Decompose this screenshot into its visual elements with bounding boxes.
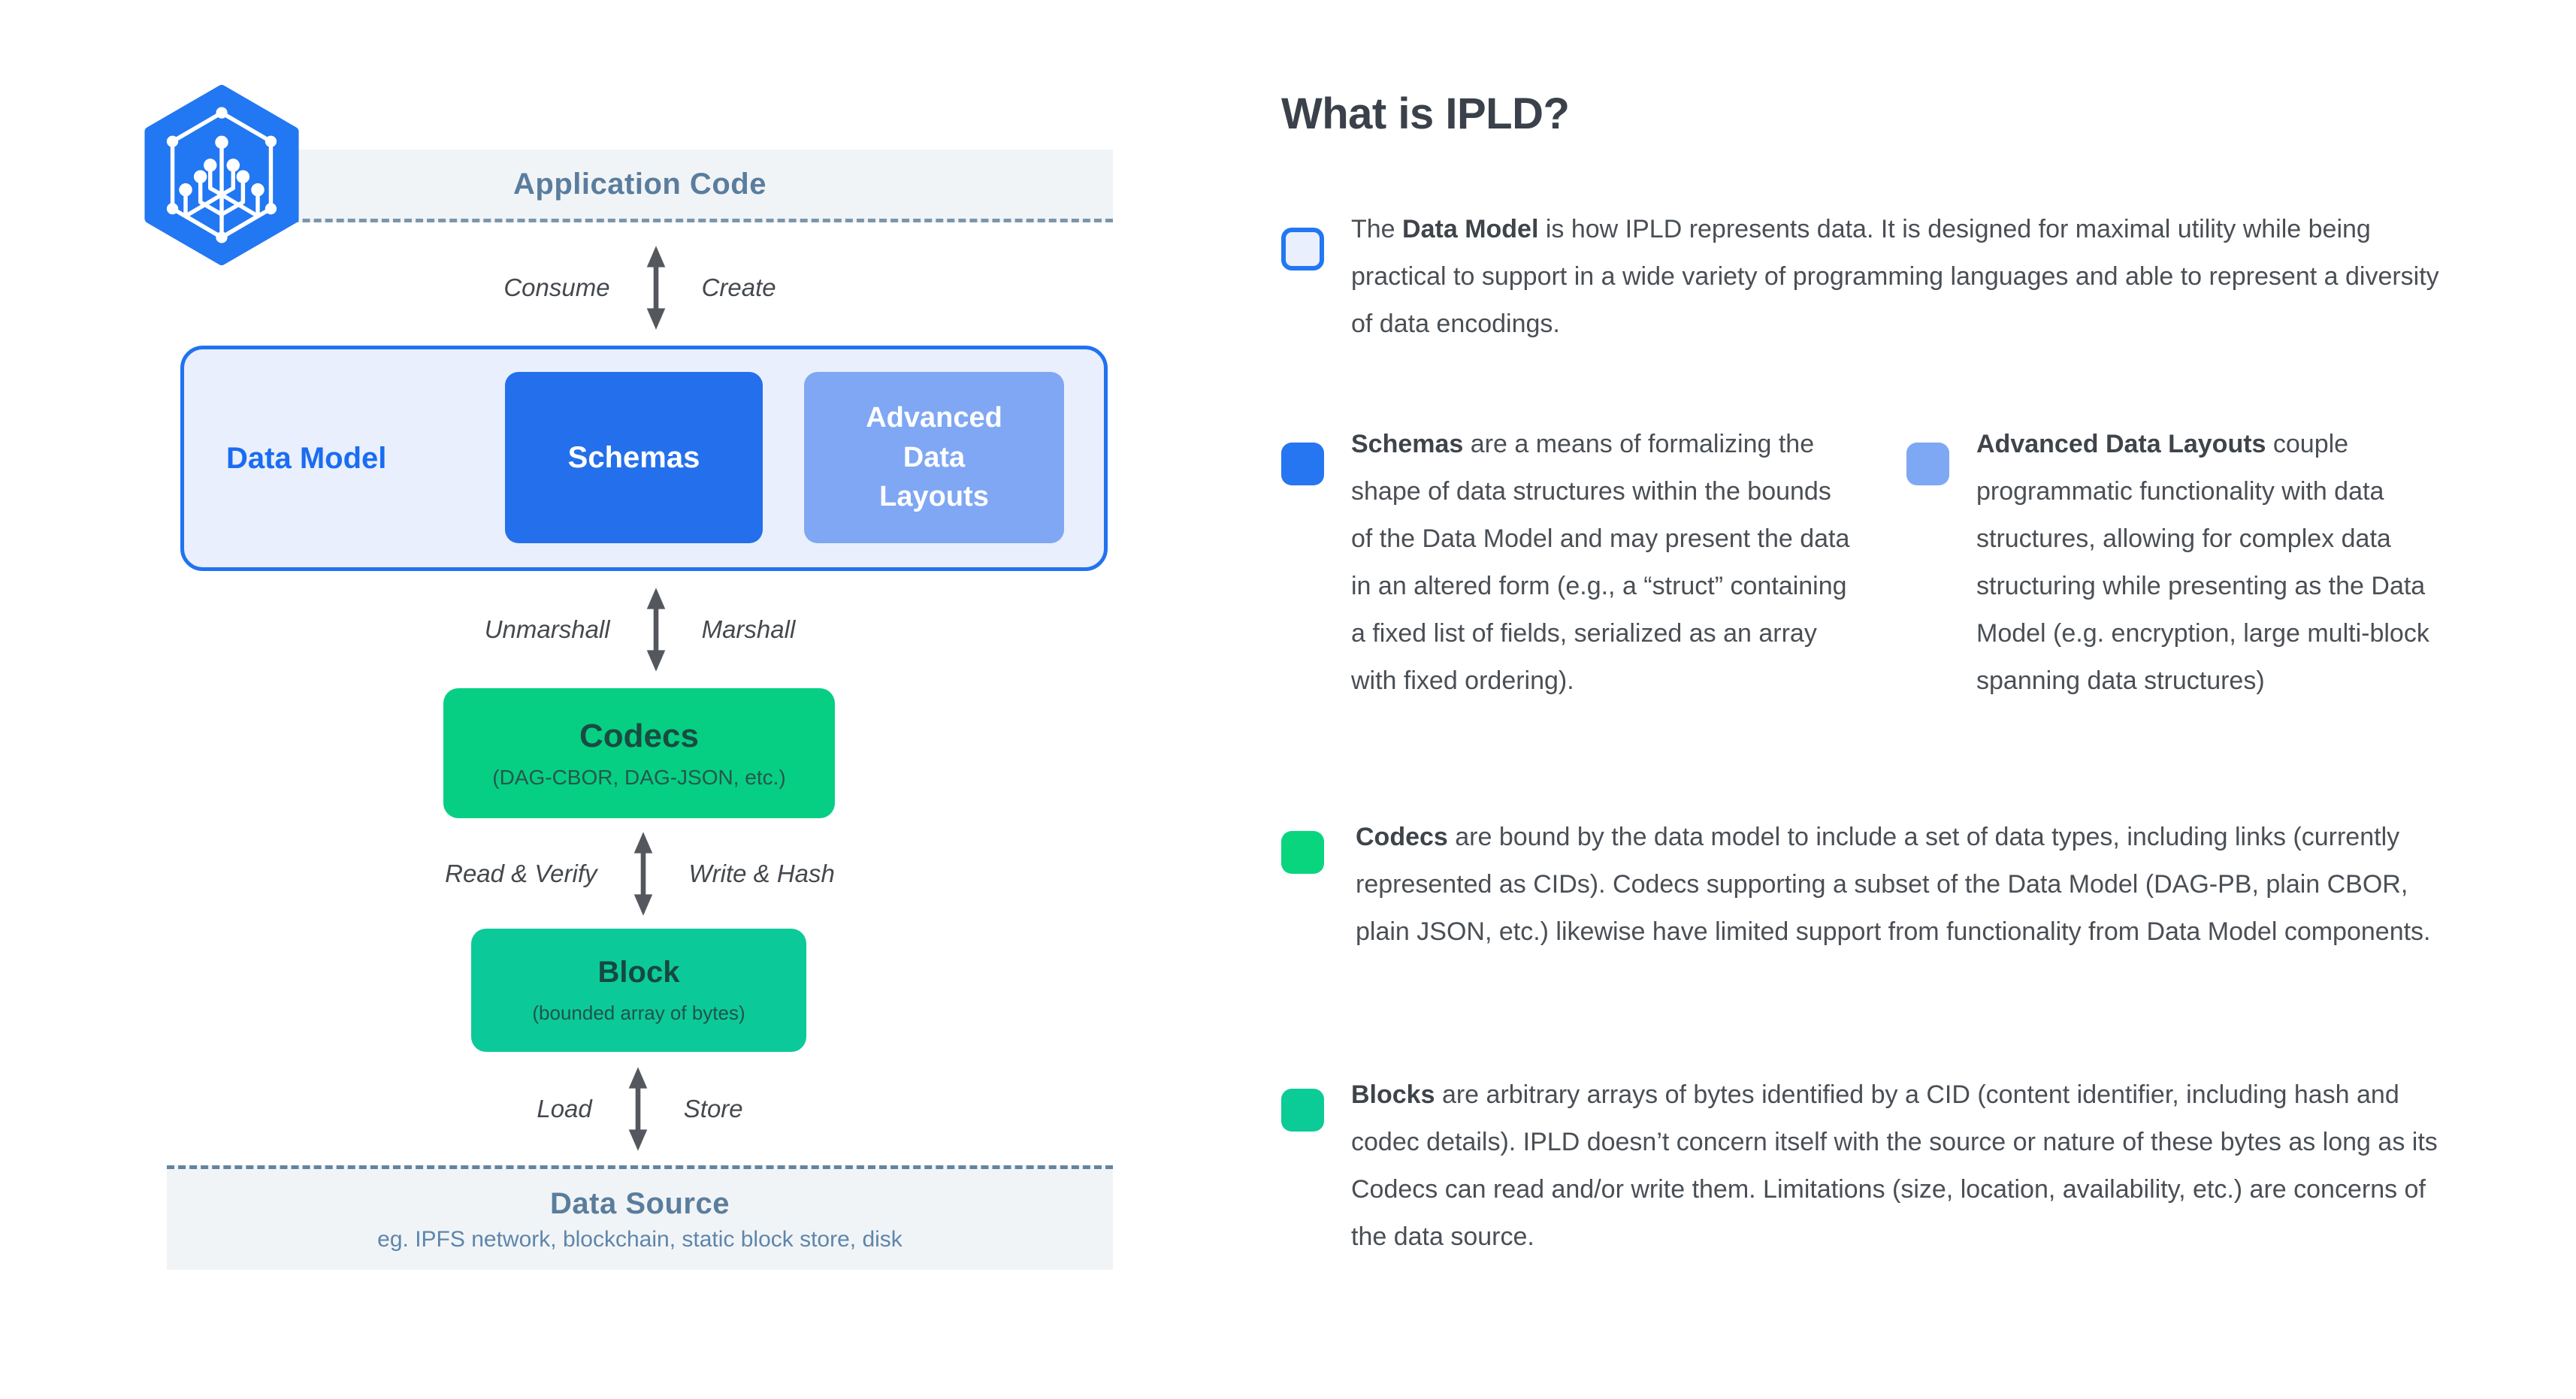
codecs-title: Codecs [579,717,699,754]
blocks-bullet-icon [1281,1089,1324,1132]
paragraph-text: are bound by the data model to include a… [1356,823,2431,946]
paragraph-lead: Codecs [1356,823,1448,851]
paragraph-text: couple programmatic functionality with d… [1976,430,2429,695]
block-box: Block (bounded array of bytes) [471,929,806,1052]
double-arrow-icon [646,588,665,672]
data-source-subtitle: eg. IPFS network, blockchain, static blo… [377,1226,903,1252]
paragraph-lead: Advanced Data Layouts [1976,430,2266,458]
flow-label-unmarshall: Unmarshall [484,615,610,643]
ipld-logo [144,85,299,265]
paragraph-lead: Data Model [1402,215,1539,243]
block-subtitle: (bounded array of bytes) [532,1002,745,1024]
flow-read-write: Read & Verify Write & Hash [167,827,1113,920]
advanced-data-layouts-box: Advanced Data Layouts [804,372,1064,543]
paragraph-text: is how IPLD represents data. It is desig… [1351,215,2439,338]
application-code-bar: Application Code [167,150,1113,222]
schemas-bullet-icon [1281,443,1324,485]
flow-label-write-hash: Write & Hash [688,859,835,887]
flow-load-store: Load Store [167,1061,1113,1157]
paragraph-lead: Blocks [1351,1080,1435,1109]
advanced-data-layouts-bullet-icon [1906,443,1949,485]
flow-label-create: Create [701,273,776,301]
data-model-box: Data Model Schemas Advanced Data Layouts [180,346,1108,571]
data-source-label: Data Source [550,1186,730,1220]
data-source-bar: Data Source eg. IPFS network, blockchain… [167,1165,1113,1270]
flow-label-marshall: Marshall [701,615,796,643]
data-model-bullet-icon [1281,228,1324,270]
double-arrow-icon [633,831,652,916]
schemas-box: Schemas [505,372,763,543]
codecs-paragraph: Codecs are bound by the data model to in… [1356,814,2464,956]
flow-label-load: Load [537,1095,592,1123]
paragraph-text: are a means of formalizing the shape of … [1351,430,1850,695]
advanced-data-layouts-paragraph: Advanced Data Layouts couple programmati… [1976,421,2459,705]
flow-label-consume: Consume [503,273,610,301]
double-arrow-icon [628,1067,648,1151]
flow-label-read-verify: Read & Verify [445,859,597,887]
codecs-bullet-icon [1281,831,1324,874]
paragraph-text: The [1351,215,1403,243]
paragraph-lead: Schemas [1351,430,1464,458]
block-title: Block [597,956,680,989]
double-arrow-icon [646,246,665,330]
paragraph-text: are arbitrary arrays of bytes identified… [1351,1080,2438,1251]
flow-unmarshall-marshall: Unmarshall Marshall [167,580,1113,679]
advanced-data-layouts-label: Advanced Data Layouts [866,402,1002,513]
application-code-label: Application Code [513,167,766,201]
flow-label-store: Store [683,1095,743,1123]
page-title: What is IPLD? [1281,89,1570,138]
data-model-paragraph: The Data Model is how IPLD represents da… [1351,206,2441,348]
codecs-subtitle: (DAG-CBOR, DAG-JSON, etc.) [492,765,786,789]
blocks-paragraph: Blocks are arbitrary arrays of bytes ide… [1351,1071,2448,1261]
data-model-label: Data Model [226,442,387,475]
codecs-box: Codecs (DAG-CBOR, DAG-JSON, etc.) [443,688,835,818]
flow-consume-create: Consume Create [167,239,1113,337]
schemas-paragraph: Schemas are a means of formalizing the s… [1351,421,1856,705]
schemas-label: Schemas [567,440,700,474]
